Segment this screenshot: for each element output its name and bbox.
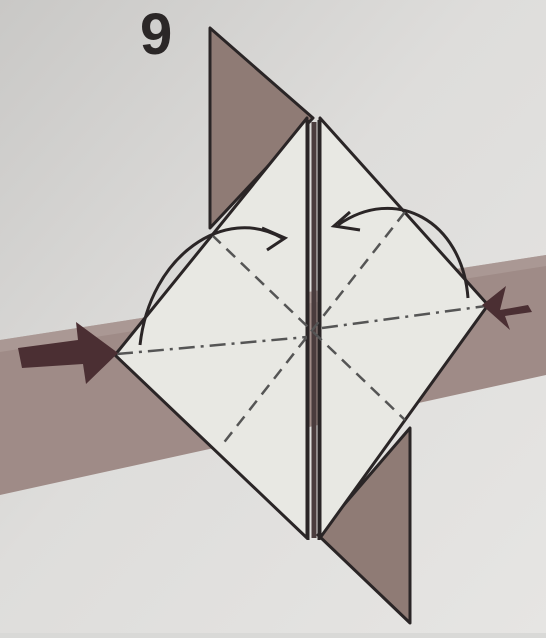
step-number: 9 (140, 6, 172, 64)
